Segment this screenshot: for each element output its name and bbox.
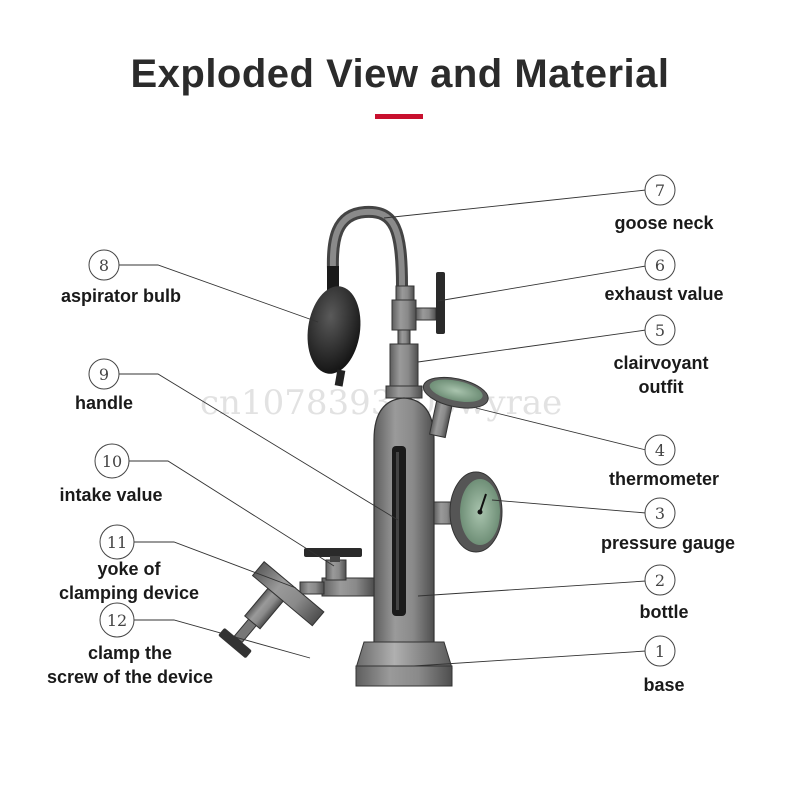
pressure-gauge-shape: [433, 471, 503, 553]
aspirator-bulb-shape: [307, 286, 361, 374]
callout-number: 1: [655, 642, 665, 661]
callout-label: handle: [75, 393, 133, 413]
page-title: Exploded View and Material: [130, 52, 670, 96]
callout-label: bottle: [640, 602, 689, 622]
callout-5: 5 clairvoyant outfit: [417, 314, 709, 397]
callout-label: outfit: [639, 377, 684, 397]
callout-8: 8 aspirator bulb: [61, 249, 319, 323]
callout-number: 3: [655, 504, 665, 523]
clamp-screw-knob: [218, 628, 252, 658]
callout-12: 12 clamp the screw of the device: [47, 602, 311, 687]
callout-number: 5: [655, 321, 665, 340]
callout-label: base: [643, 675, 684, 695]
callout-number: 12: [107, 611, 127, 630]
callout-label: yoke of: [97, 559, 161, 579]
bulb-neck: [327, 266, 339, 292]
exhaust-valve-body: [391, 299, 417, 331]
callout-label: clamp the: [88, 643, 172, 663]
callout-label: goose neck: [614, 213, 714, 233]
thermometer-shape: [422, 376, 489, 439]
callout-label: pressure gauge: [601, 533, 735, 553]
title-accent-bar: [375, 114, 423, 119]
callout-number: 2: [655, 571, 665, 590]
intake-valve-shape: [299, 548, 375, 597]
callout-6: 6 exhaust value: [437, 249, 724, 304]
callout-label: clamping device: [59, 583, 199, 603]
callout-number: 10: [102, 452, 122, 471]
callout-3: 3 pressure gauge: [491, 497, 735, 553]
callout-4: 4 thermometer: [475, 407, 719, 489]
device-illustration: [218, 205, 503, 687]
callout-7: 7 goose neck: [383, 174, 715, 233]
callout-label: exhaust value: [604, 284, 723, 304]
callout-11: 11 yoke of clamping device: [59, 524, 297, 603]
callout-number: 4: [655, 441, 665, 460]
callout-number: 6: [655, 256, 665, 275]
intake-valve-handle: [304, 548, 362, 557]
callouts: 1 base 2 bottle 3 pressure gauge 4 therm…: [47, 174, 735, 695]
callout-number: 7: [655, 181, 665, 200]
exhaust-valve-handle: [436, 272, 445, 334]
callout-label: aspirator bulb: [61, 286, 181, 306]
callout-label: intake value: [59, 485, 162, 505]
callout-number: 8: [99, 256, 109, 275]
callout-label: screw of the device: [47, 667, 213, 687]
callout-9: 9 handle: [75, 358, 399, 521]
callout-1: 1 base: [413, 635, 685, 695]
clamping-device-shape: [218, 561, 325, 658]
callout-number: 9: [99, 365, 109, 384]
callout-number: 11: [107, 533, 127, 552]
callout-10: 10 intake value: [59, 443, 335, 567]
base-shape: [355, 665, 453, 687]
callout-label: thermometer: [609, 469, 719, 489]
callout-label: clairvoyant: [613, 353, 708, 373]
clairvoyant-body: [389, 343, 419, 393]
callout-2: 2 bottle: [417, 564, 689, 622]
